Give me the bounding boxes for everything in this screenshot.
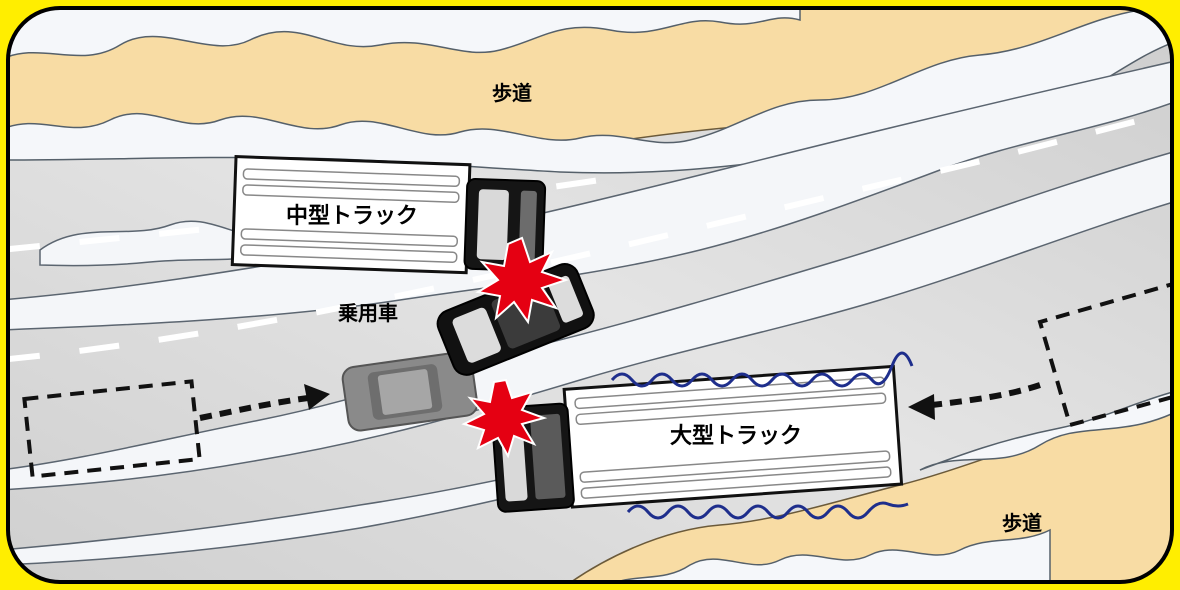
collision-burst-lower [461, 378, 548, 459]
snow-drift [919, 389, 1172, 471]
label-passenger-car: 乗用車 [338, 301, 398, 325]
prev-car-position-outline [22, 379, 202, 479]
shake-wave-top [610, 351, 914, 388]
frame-border [6, 6, 1174, 584]
medium-truck [230, 155, 547, 275]
collision-burst-upper [475, 236, 570, 325]
label-sidewalk-top: 歩道 [492, 81, 532, 105]
label-large-truck: 大型トラック [670, 424, 802, 449]
passenger-car-ghost [341, 351, 479, 432]
arrow-head-left [908, 394, 935, 420]
shake-wave-bottom [626, 501, 909, 520]
prev-truck-position-outline [1037, 280, 1172, 428]
truck-movement-arrow [931, 382, 1041, 408]
arrow-head-right [304, 384, 330, 410]
label-sidewalk-bottom: 歩道 [1002, 511, 1042, 535]
snow-drift [8, 8, 801, 62]
label-medium-truck: 中型トラック [286, 204, 418, 229]
snow-drift [597, 528, 1051, 582]
